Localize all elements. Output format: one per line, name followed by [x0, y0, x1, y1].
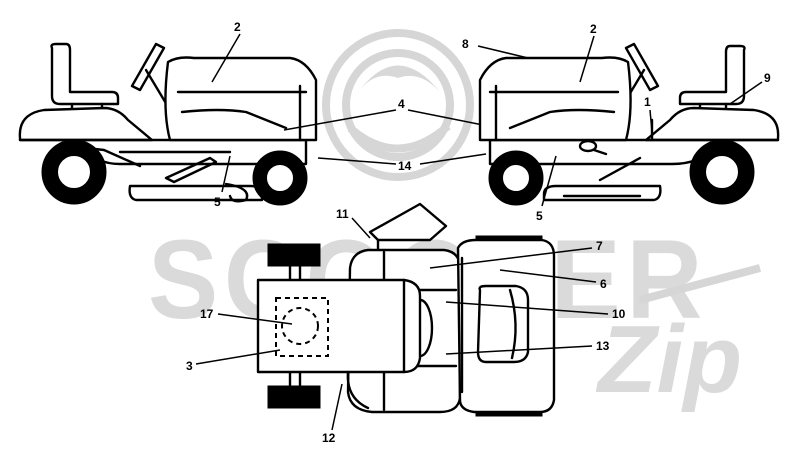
- watermark-script-text: Zip: [595, 306, 742, 413]
- mower-deck: [542, 184, 662, 202]
- decal-area: [275, 297, 329, 357]
- callout-label: 11: [336, 207, 349, 221]
- callout-label: 5: [536, 209, 543, 223]
- seat-icon: [50, 42, 120, 106]
- callout-label: 13: [596, 339, 610, 353]
- right-tractor-callouts: 8 2 9 1 5: [462, 22, 771, 223]
- callout-label: 7: [596, 239, 603, 253]
- callout-label: 3: [186, 359, 193, 373]
- discharge-chute: [368, 202, 448, 242]
- callout-label: 2: [590, 22, 597, 36]
- rear-fender: [18, 106, 154, 142]
- left-tractor: [18, 42, 318, 206]
- hood: [478, 56, 632, 142]
- steering-wheel-icon: [130, 42, 166, 92]
- callout-label: 9: [764, 71, 771, 85]
- callout-label: 4: [398, 97, 405, 111]
- decal-circle: [281, 307, 319, 345]
- rear-fender: [644, 106, 780, 142]
- callout-label: 6: [600, 277, 607, 291]
- callout-label: 17: [200, 307, 214, 321]
- right-tractor: [478, 42, 780, 206]
- callout-label: 1: [644, 95, 651, 109]
- top-view-callouts: 11 7 6 10 17 3 13 12: [186, 207, 626, 445]
- hood: [256, 278, 422, 374]
- hood: [164, 56, 318, 142]
- seat-icon: [678, 44, 746, 106]
- callout-label: 14: [398, 159, 412, 173]
- callout-label: 10: [612, 307, 626, 321]
- callout-label: 5: [214, 195, 221, 209]
- left-tractor-callouts: 2 4 14 5: [211, 20, 509, 209]
- steering-wheel-icon: [624, 42, 660, 92]
- callout-label: 2: [234, 20, 241, 34]
- watermark-logo-icon: [322, 29, 474, 181]
- top-view-tractor: [256, 202, 556, 417]
- watermark-swoosh-icon: [638, 264, 762, 304]
- front-wheel: [267, 243, 321, 267]
- front-wheel: [267, 385, 321, 409]
- callout-label: 8: [462, 37, 469, 51]
- callout-label: 12: [322, 431, 336, 445]
